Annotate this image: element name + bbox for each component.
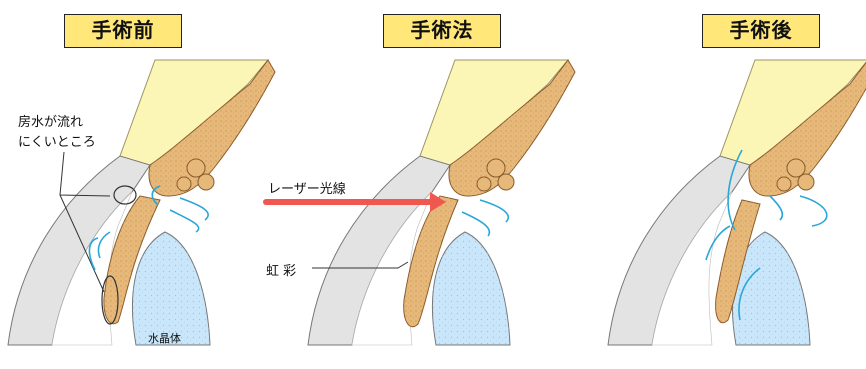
panel-title-procedure: 手術法 [383,14,501,48]
label-obstruction-line1: 房水が流れ [18,111,83,130]
label-laser-beam: レーザー光線 [268,178,346,197]
label-lens: 水晶体 [148,330,181,346]
panel-after [608,60,866,345]
panel-procedure [266,60,575,345]
panel-before [8,60,275,345]
aqueous-flow-arrows [462,200,508,236]
panel-title-before: 手術前 [64,14,182,48]
label-iris: 虹 彩 [266,260,296,279]
label-obstruction-line2: にくいところ [18,131,96,150]
panel-title-after: 手術後 [702,14,820,48]
